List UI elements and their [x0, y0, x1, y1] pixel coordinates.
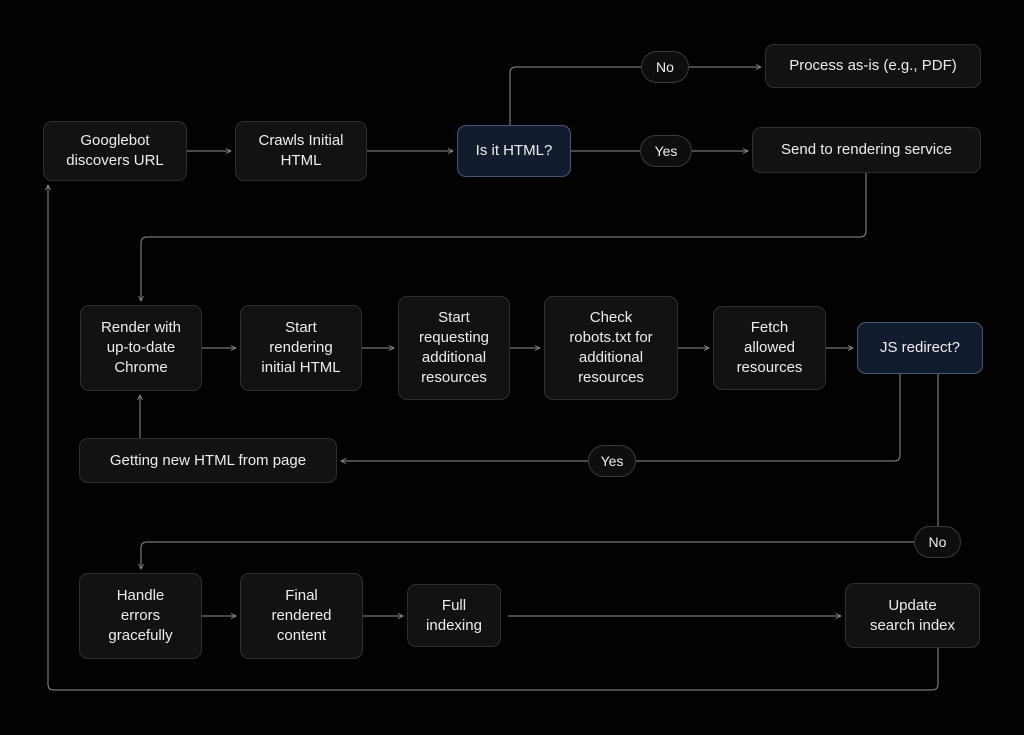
edge-label-text: Yes: [654, 143, 678, 159]
node-label: Render with up-to-date Chrome: [100, 319, 182, 376]
node-fetch-allowed-resources: Fetch allowed resources: [713, 306, 826, 390]
edge-label-not-html: No: [641, 51, 689, 83]
node-label: Start rendering initial HTML: [261, 319, 341, 376]
node-final-rendered-content: Final rendered content: [240, 573, 363, 659]
node-check-robots-txt: Check robots.txt for additional resource…: [544, 296, 678, 400]
node-label: JS redirect?: [879, 339, 961, 357]
node-label: Is it HTML?: [475, 142, 553, 160]
node-label: Handle errors gracefully: [108, 587, 173, 644]
connector-jsredirect-to-yes: [636, 374, 901, 462]
edge-label-js-redirect-yes: Yes: [588, 445, 636, 477]
node-js-redirect: JS redirect?: [857, 322, 983, 374]
node-label: Send to rendering service: [781, 141, 952, 159]
node-update-search-index: Update search index: [845, 583, 980, 648]
node-start-requesting-resources: Start requesting additional resources: [398, 296, 510, 400]
node-crawls-initial-html: Crawls Initial HTML: [235, 121, 367, 181]
node-start-rendering-initial-html: Start rendering initial HTML: [240, 305, 362, 391]
edge-label-text: Yes: [600, 453, 624, 469]
node-send-to-rendering-service: Send to rendering service: [752, 127, 981, 173]
connector-no-to-handleerrors: [138, 541, 914, 570]
node-full-indexing: Full indexing: [407, 584, 501, 647]
node-label: Update search index: [869, 596, 956, 634]
node-label: Fetch allowed resources: [736, 319, 803, 376]
edge-label-text: No: [656, 59, 674, 75]
edge-label-js-redirect-no: No: [914, 526, 961, 558]
edge-label-is-html: Yes: [640, 135, 692, 167]
node-label: Full indexing: [426, 596, 482, 634]
node-handle-errors: Handle errors gracefully: [79, 573, 202, 659]
node-render-with-chrome: Render with up-to-date Chrome: [80, 305, 202, 391]
node-label: Process as-is (e.g., PDF): [789, 57, 957, 75]
node-label: Googlebot discovers URL: [66, 132, 164, 169]
node-label: Crawls Initial HTML: [258, 132, 344, 169]
node-label: Check robots.txt for additional resource…: [569, 309, 653, 386]
node-label: Final rendered content: [271, 587, 332, 644]
edge-label-text: No: [928, 534, 947, 550]
node-process-as-is: Process as-is (e.g., PDF): [765, 44, 981, 88]
node-getting-new-html: Getting new HTML from page: [79, 438, 337, 483]
node-googlebot-discovers-url: Googlebot discovers URL: [43, 121, 187, 181]
connector-isithtml-to-no: [509, 66, 641, 125]
connector-send-to-render: [138, 173, 867, 302]
connector-update-to-googlebot: [45, 184, 939, 691]
node-is-it-html: Is it HTML?: [457, 125, 571, 177]
node-label: Start requesting additional resources: [418, 309, 490, 386]
node-label: Getting new HTML from page: [109, 451, 307, 469]
